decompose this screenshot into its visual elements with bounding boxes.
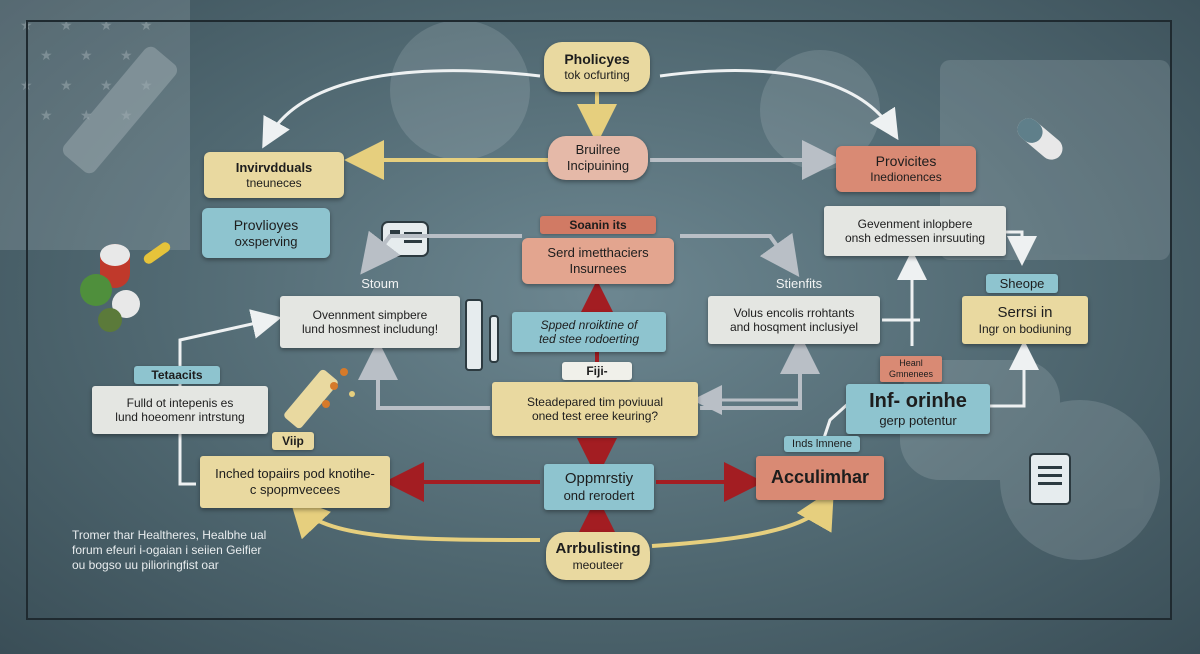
svg-text:★: ★ — [40, 47, 53, 63]
tag-heanl-sub: Gmnenees — [888, 369, 934, 379]
node-provides-right: Provicites Inedionences — [836, 146, 976, 192]
node-spped-sub: ted stee rodoerting — [538, 332, 640, 346]
caption: Tromer thar Healtheres, Healbhe ual foru… — [72, 528, 302, 573]
node-government-right-title: Gevenment inlopbere — [857, 216, 973, 231]
node-policies-title: Pholicyes — [564, 51, 630, 68]
node-business-sub: Incipuining — [566, 158, 630, 173]
node-infornihe-title: Inf- orinhe — [869, 390, 967, 413]
tag-sheope: Sheope — [986, 274, 1058, 293]
syringe-icon — [62, 46, 178, 174]
node-provides-right-title: Provicites — [875, 153, 937, 170]
node-inched-title: Inched topaiirs pod knotihe- — [215, 466, 375, 482]
node-business: Bruilree Incipuining — [548, 136, 648, 180]
arrow-arrb-inched — [289, 496, 541, 542]
node-individuals-sub: tneuneces — [246, 175, 302, 190]
node-volus-sub: and hosqment inclusiyel — [729, 320, 859, 334]
tag-soanin: Soanin its — [540, 216, 656, 234]
node-government-right-sub: onsh edmessen inrsuuting — [844, 231, 986, 245]
node-provides-right-sub: Inedionences — [870, 170, 942, 185]
pills-icon — [80, 242, 171, 332]
caption-line-1: Tromer thar Healtheres, Healbhe ual — [72, 528, 267, 542]
node-infornihe-sub: gerp potentur — [879, 413, 957, 429]
node-arrbulisting: Arrbulisting meouteer — [546, 532, 650, 580]
node-steadepared: Steadepared tim poviuual oned test eree … — [492, 382, 698, 436]
vial-icon — [465, 299, 499, 371]
tag-fiji: Fiji- — [562, 362, 632, 380]
node-inched: Inched topaiirs pod knotihe- c spopmvece… — [200, 456, 390, 508]
arrow-arrb-accu — [651, 488, 834, 548]
tag-inds: Inds lmnene — [784, 436, 860, 452]
arrow-insurers-stoum — [360, 230, 522, 275]
arrow-policies-provides — [659, 69, 899, 141]
document-flask-icon — [1029, 453, 1071, 505]
arrow-volus-stead — [692, 352, 802, 415]
node-fuld-title: Fulld ot intepenis es — [126, 395, 234, 410]
syringe-small-icon — [284, 368, 355, 429]
tag-stoum: Stoum — [361, 276, 399, 291]
svg-text:★: ★ — [120, 47, 133, 63]
tag-heanl-title: Heanl — [899, 358, 923, 369]
organ-shape-2 — [760, 50, 880, 170]
node-insurers: Serd imetthaciers Insurnees — [522, 238, 674, 284]
tag-heanl: Heanl Gmnenees — [880, 356, 942, 382]
arrow-insurers-stenfits — [680, 232, 800, 278]
tag-viip: Viip — [272, 432, 314, 450]
node-opprmesty-title: Oppmrstiy — [564, 470, 634, 488]
arrow-fuld-inched — [178, 430, 196, 486]
node-individuals: Invirvdduals tneuneces — [204, 152, 344, 198]
node-spped: Spped nroiktine of ted stee rodoerting — [512, 312, 666, 352]
arrow-infor-serrsi — [990, 340, 1039, 408]
arrow-policies-individuals — [262, 69, 541, 149]
node-infornihe: Inf- orinhe gerp potentur — [846, 384, 990, 434]
svg-text:★: ★ — [80, 47, 93, 63]
organ-shape — [390, 20, 530, 160]
tag-stienfits: Stienfits — [775, 276, 823, 291]
node-opprmesty: Oppmrstiy ond rerodert — [544, 464, 654, 510]
tag-tetaacits: Tetaacits — [134, 366, 220, 384]
node-spped-title: Spped nroiktine of — [540, 317, 638, 332]
node-steadepared-sub: oned test eree keuring? — [531, 409, 659, 423]
capsule-icon — [1017, 118, 1063, 160]
svg-text:★: ★ — [100, 77, 113, 93]
node-acculimaar: Acculimhar — [756, 456, 884, 500]
node-government-left-title: Ovennment simpbere — [312, 307, 428, 322]
node-fuld-sub: lund hoeomenr intrstung — [115, 410, 245, 424]
arrow-stead-govleft — [358, 340, 490, 410]
node-arrbulisting-title: Arrbulisting — [555, 539, 641, 557]
node-policies: Pholicyes tok ocfurting — [544, 42, 650, 92]
svg-text:★: ★ — [40, 107, 53, 123]
node-opprmesty-sub: ond rerodert — [563, 488, 635, 504]
node-serrsi-sub: Ingr on bodiuning — [978, 321, 1072, 336]
node-providers-left: Provlioyes oxsperving — [202, 208, 330, 258]
arrow-gov-sheope — [1006, 230, 1037, 266]
diagram-frame — [26, 20, 1172, 620]
node-business-title: Bruilree — [575, 142, 621, 158]
svg-text:★: ★ — [60, 77, 73, 93]
node-steadepared-title: Steadepared tim poviuual — [526, 394, 664, 409]
node-providers-left-sub: oxsperving — [234, 233, 298, 249]
node-serrsi-title: Serrsi in — [997, 303, 1053, 321]
node-inched-sub: c spopmvecees — [249, 482, 341, 497]
node-government-left: Ovennment simpbere lund hosmnest includu… — [280, 296, 460, 348]
node-insurers-title: Serd imetthaciers — [547, 245, 649, 261]
node-individuals-title: Invirvdduals — [235, 160, 313, 175]
node-providers-left-title: Provlioyes — [233, 216, 299, 233]
node-government-right: Gevenment inlopbere onsh edmessen inrsuu… — [824, 206, 1006, 256]
node-acculimaar-title: Acculimhar — [770, 467, 870, 488]
caption-line-3: ou bogso uu pilioringfist oar — [72, 558, 219, 572]
node-volus-title: Volus encolis rrohtants — [733, 305, 855, 320]
node-fuld: Fulld ot intepenis es lund hoeomenr intr… — [92, 386, 268, 434]
node-policies-sub: tok ocfurting — [564, 68, 630, 83]
caption-line-2: forum efeuri i-ogaian i seiien Geifier — [72, 543, 262, 557]
node-insurers-sub: Insurnees — [569, 261, 627, 276]
node-volus: Volus encolis rrohtants and hosqment inc… — [708, 296, 880, 344]
node-serrsi: Serrsi in Ingr on bodiuning — [962, 296, 1088, 344]
node-arrbulisting-sub: meouteer — [572, 557, 624, 572]
flask-shape — [1000, 400, 1160, 560]
node-government-left-sub: lund hosmnest includung! — [301, 322, 439, 336]
